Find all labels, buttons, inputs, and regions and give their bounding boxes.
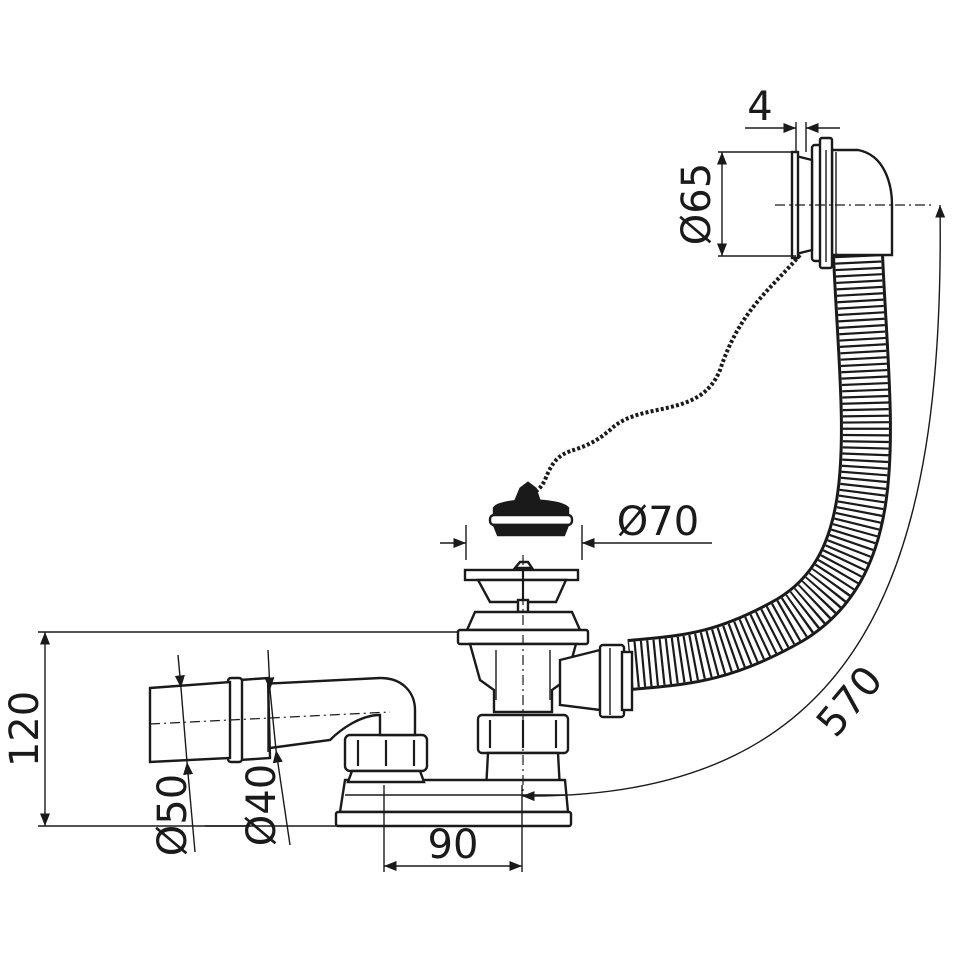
waste-body bbox=[456, 610, 634, 792]
label-120: 120 bbox=[2, 691, 48, 767]
label-70: Ø70 bbox=[617, 499, 699, 545]
label-570: 570 bbox=[808, 658, 892, 746]
strainer bbox=[463, 560, 580, 614]
label-90: 90 bbox=[428, 822, 479, 868]
label-4: 4 bbox=[747, 84, 772, 130]
dim-90: 90 bbox=[383, 785, 523, 872]
label-65: Ø65 bbox=[674, 163, 720, 245]
dim-4: 4 bbox=[745, 84, 840, 152]
label-50: Ø50 bbox=[150, 774, 196, 856]
label-40: Ø40 bbox=[239, 764, 285, 846]
outlet-nut bbox=[343, 733, 429, 784]
dim-65: Ø65 bbox=[674, 151, 796, 257]
trap-base bbox=[334, 778, 573, 828]
dim-120: 120 bbox=[2, 631, 458, 827]
dim-40: Ø40 bbox=[205, 649, 291, 846]
dim-70: Ø70 bbox=[440, 499, 712, 560]
plug-chain bbox=[528, 253, 802, 497]
dim-50: Ø50 bbox=[150, 654, 196, 856]
overflow-head bbox=[790, 136, 894, 270]
plug-stopper bbox=[488, 481, 574, 537]
